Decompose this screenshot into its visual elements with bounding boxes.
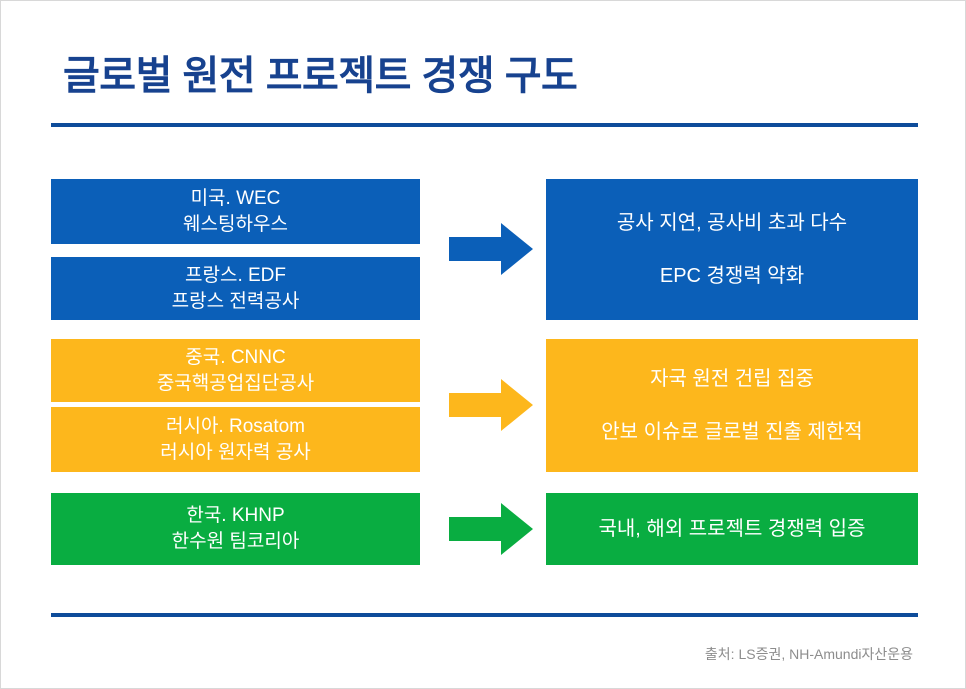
outcome-line: EPC 경쟁력 약화 bbox=[659, 264, 805, 287]
actor-org-name: 프랑스 전력공사 bbox=[171, 290, 300, 312]
actor-org-name: 웨스팅하우스 bbox=[183, 213, 288, 235]
arrow-right-icon-yellow bbox=[449, 379, 533, 431]
outcome-line: 국내, 해외 프로젝트 경쟁력 입증 bbox=[598, 517, 866, 540]
outcome-panel-green: 국내, 해외 프로젝트 경쟁력 입증 bbox=[546, 493, 918, 565]
actor-box-korea-khnp: 한국. KHNP 한수원 팀코리아 bbox=[51, 493, 420, 565]
actor-country-org: 미국. WEC bbox=[190, 187, 281, 209]
footer-divider bbox=[51, 613, 918, 617]
actor-box-usa-wec: 미국. WEC 웨스팅하우스 bbox=[51, 179, 420, 244]
header-divider bbox=[51, 123, 918, 127]
actor-country-org: 한국. KHNP bbox=[186, 505, 285, 527]
page-title: 글로벌 원전 프로젝트 경쟁 구도 bbox=[63, 54, 578, 98]
outcome-line: 안보 이슈로 글로벌 진출 제한적 bbox=[601, 420, 863, 443]
outcome-panel-yellow: 자국 원전 건립 집중 안보 이슈로 글로벌 진출 제한적 bbox=[546, 339, 918, 472]
actor-country-org: 프랑스. EDF bbox=[185, 264, 286, 286]
outcome-line: 공사 지연, 공사비 초과 다수 bbox=[616, 211, 848, 234]
actor-box-russia-rosatom: 러시아. Rosatom 러시아 원자력 공사 bbox=[51, 407, 420, 472]
source-note: 출처: LS증권, NH-Amundi자산운용 bbox=[704, 646, 913, 662]
actor-org-name: 한수원 팀코리아 bbox=[171, 531, 300, 552]
actor-country-org: 러시아. Rosatom bbox=[165, 415, 306, 437]
actor-org-name: 중국핵공업집단공사 bbox=[156, 372, 315, 394]
actor-org-name: 러시아 원자력 공사 bbox=[160, 441, 311, 463]
outcome-line: 자국 원전 건립 집중 bbox=[650, 367, 814, 390]
actor-country-org: 중국. CNNC bbox=[185, 346, 286, 368]
arrow-right-icon-green bbox=[449, 503, 533, 555]
actor-box-china-cnnc: 중국. CNNC 중국핵공업집단공사 bbox=[51, 339, 420, 402]
arrow-right-icon-blue bbox=[449, 223, 533, 275]
outcome-panel-blue: 공사 지연, 공사비 초과 다수 EPC 경쟁력 약화 bbox=[546, 179, 918, 320]
actor-box-france-edf: 프랑스. EDF 프랑스 전력공사 bbox=[51, 257, 420, 320]
